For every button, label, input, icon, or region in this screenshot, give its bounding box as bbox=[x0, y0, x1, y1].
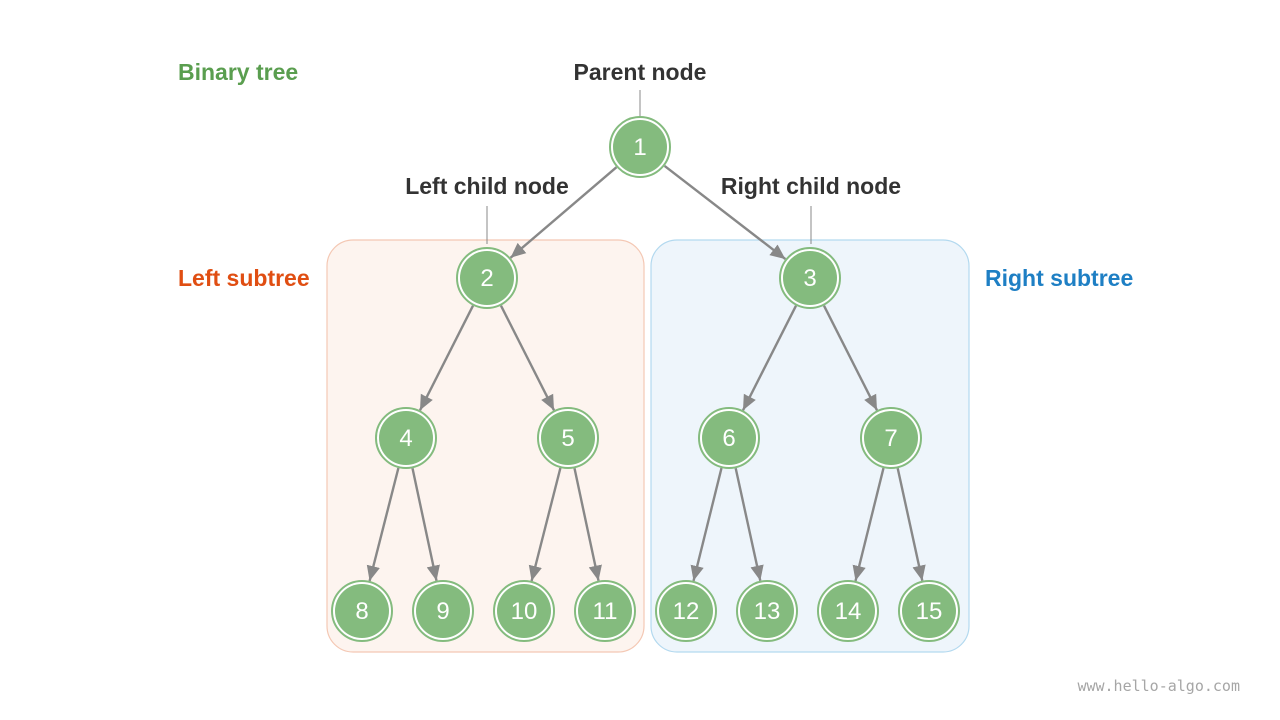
node-label: 6 bbox=[722, 425, 735, 452]
node-label: 9 bbox=[436, 598, 449, 625]
node-circle bbox=[541, 411, 595, 465]
node-circle bbox=[497, 584, 551, 638]
node-circle bbox=[783, 251, 837, 305]
tree-node-11: 11 bbox=[574, 580, 636, 642]
edge-2-4 bbox=[418, 305, 475, 411]
right-subtree-label: Right subtree bbox=[985, 265, 1133, 291]
node-circle bbox=[613, 120, 667, 174]
node-circle bbox=[659, 584, 713, 638]
edge-7-15 bbox=[896, 468, 926, 581]
node-label: 13 bbox=[754, 598, 781, 625]
right-subtree-box bbox=[650, 239, 970, 653]
node-label: 2 bbox=[480, 265, 493, 292]
edge-6-12 bbox=[690, 467, 723, 582]
watermark-text: www.hello-algo.com bbox=[1077, 677, 1240, 695]
node-label: 11 bbox=[593, 598, 618, 625]
node-label: 7 bbox=[884, 425, 897, 452]
tree-node-7: 7 bbox=[860, 407, 922, 469]
edge-1-3 bbox=[663, 164, 787, 261]
tree-node-3: 3 bbox=[779, 247, 841, 309]
node-circle bbox=[821, 584, 875, 638]
node-label: 14 bbox=[835, 598, 862, 625]
node-circle bbox=[864, 411, 918, 465]
left-subtree-box bbox=[326, 239, 645, 653]
node-circle bbox=[702, 411, 756, 465]
edge-3-6 bbox=[741, 305, 798, 411]
left-subtree-label: Left subtree bbox=[178, 265, 310, 291]
edge-1-2 bbox=[509, 166, 618, 259]
node-label: 15 bbox=[916, 598, 943, 625]
tree-node-1: 1 bbox=[609, 116, 671, 178]
node-label: 10 bbox=[511, 598, 538, 625]
tree-node-12: 12 bbox=[655, 580, 717, 642]
node-circle bbox=[740, 584, 794, 638]
tree-node-8: 8 bbox=[331, 580, 393, 642]
node-label: 4 bbox=[399, 425, 412, 452]
tree-node-6: 6 bbox=[698, 407, 760, 469]
parent-node-label: Parent node bbox=[574, 59, 707, 85]
node-label: 8 bbox=[355, 598, 368, 625]
edge-4-9 bbox=[411, 468, 440, 581]
edge-5-11 bbox=[573, 468, 602, 581]
node-circle bbox=[335, 584, 389, 638]
right-child-node-label: Right child node bbox=[721, 173, 901, 199]
node-circle bbox=[902, 584, 956, 638]
edge-7-14 bbox=[852, 467, 885, 582]
diagram-title: Binary tree bbox=[178, 59, 298, 85]
edge-3-7 bbox=[822, 305, 879, 411]
node-circle bbox=[379, 411, 433, 465]
tree-node-9: 9 bbox=[412, 580, 474, 642]
node-label: 12 bbox=[673, 598, 700, 625]
edge-4-8 bbox=[366, 467, 400, 582]
tree-node-13: 13 bbox=[736, 580, 798, 642]
edge-5-10 bbox=[528, 467, 562, 582]
edge-6-13 bbox=[734, 468, 764, 581]
edge-2-5 bbox=[499, 305, 556, 411]
tree-node-2: 2 bbox=[456, 247, 518, 309]
node-circle bbox=[416, 584, 470, 638]
tree-node-15: 15 bbox=[898, 580, 960, 642]
left-child-node-label: Left child node bbox=[405, 173, 569, 199]
node-circle bbox=[460, 251, 514, 305]
node-circle bbox=[578, 584, 632, 638]
node-label: 5 bbox=[561, 425, 574, 452]
node-label: 3 bbox=[803, 265, 816, 292]
node-label: 1 bbox=[633, 134, 646, 161]
tree-node-4: 4 bbox=[375, 407, 437, 469]
tree-edges bbox=[366, 164, 926, 582]
tree-node-14: 14 bbox=[817, 580, 879, 642]
tree-node-5: 5 bbox=[537, 407, 599, 469]
tree-node-10: 10 bbox=[493, 580, 555, 642]
